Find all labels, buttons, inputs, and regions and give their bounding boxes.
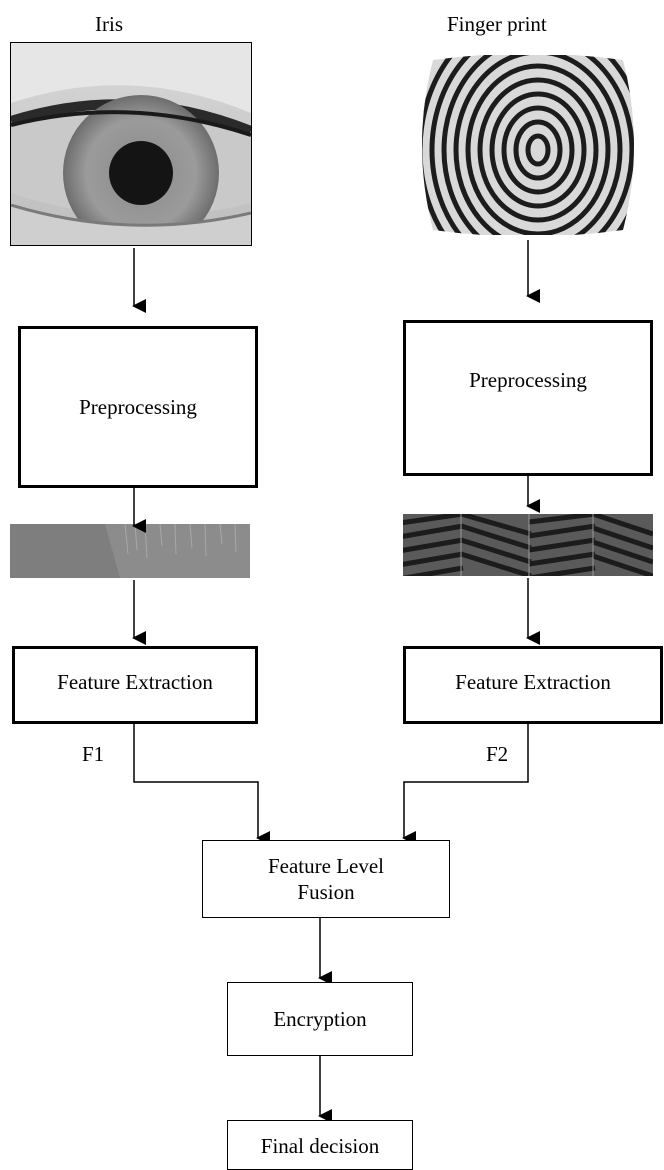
fusion-label-line2: Fusion — [297, 880, 355, 904]
feature-label-f2: F2 — [486, 742, 509, 766]
right-feature-extraction-label: Feature Extraction — [455, 670, 611, 694]
connector-f1-to-fusion — [133, 724, 270, 845]
iris-normalized-strip — [10, 524, 250, 578]
final-decision-label: Final decision — [260, 1134, 380, 1158]
iris-title: Iris — [95, 12, 123, 36]
right-preprocessing-box: Preprocessing — [403, 320, 653, 476]
fusion-label-line1: Feature Level — [267, 854, 385, 878]
connector-f2-to-fusion — [402, 724, 529, 845]
left-feature-extraction-label: Feature Extraction — [57, 670, 213, 694]
feature-label-f1: F1 — [82, 742, 105, 766]
left-preprocessing-label: Preprocessing — [79, 395, 197, 419]
fingerprint-feature-strip — [403, 514, 653, 576]
right-preprocessing-label: Preprocessing — [469, 368, 587, 392]
fingerprint-title: Finger print — [447, 12, 547, 36]
fingerprint-image — [413, 55, 643, 235]
right-feature-extraction-box: Feature Extraction — [403, 646, 663, 724]
encryption-box: Encryption — [227, 982, 413, 1056]
encryption-label: Encryption — [273, 1007, 367, 1031]
left-preprocessing-box: Preprocessing — [18, 326, 258, 488]
final-decision-box: Final decision — [227, 1120, 413, 1170]
left-feature-extraction-box: Feature Extraction — [12, 646, 258, 724]
feature-level-fusion-box: Feature Level Fusion — [202, 840, 450, 918]
iris-eye-image — [10, 42, 252, 246]
